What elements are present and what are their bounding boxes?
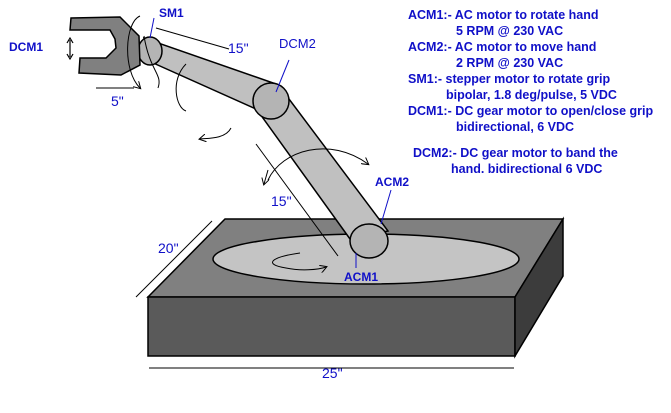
legend-dcm2-block: DCM2:- DC gear motor to band the hand. b… <box>413 145 618 177</box>
gripper-dim-label: 5" <box>111 93 124 109</box>
legend-sm1-title: SM1:- stepper motor to rotate grip <box>408 72 611 86</box>
legend-acm2-detail: 2 RPM @ 230 VAC <box>456 56 564 70</box>
legend-acm1-detail: 5 RPM @ 230 VAC <box>456 24 564 38</box>
sm1-label: SM1 <box>159 6 184 20</box>
legend-sm1-detail: bipolar, 1.8 deg/pulse, 5 VDC <box>446 88 617 102</box>
upper-arm-dim-label: 15" <box>228 40 249 56</box>
sm1-joint <box>137 36 163 66</box>
lower-arm-dim-line <box>255 143 339 257</box>
gripper-open-close-icon <box>66 36 74 61</box>
sm1-leader <box>149 17 155 39</box>
acm2-label: ACM2 <box>375 175 409 189</box>
gripper <box>69 16 141 76</box>
base-depth-dim-line <box>135 220 213 298</box>
sm1-rotation-arc <box>143 35 160 89</box>
dcm2-rotation-arc <box>175 63 187 112</box>
acm2-rotation-arrow <box>267 148 368 181</box>
dcm2-rotation-arrow <box>200 127 232 139</box>
legend-dcm2-detail: hand. bidirectional 6 VDC <box>451 162 603 176</box>
base-front-face <box>147 296 516 357</box>
lower-arm-dim-label: 15" <box>271 193 292 209</box>
acm2-rotation-arrow-left <box>264 169 268 184</box>
dcm2-leader <box>275 59 290 93</box>
acm1-rotation-arrow <box>272 252 326 270</box>
legend-acm2-title: ACM2:- AC motor to move hand <box>408 40 597 54</box>
base-depth-dim-label: 20" <box>158 240 179 256</box>
acm1-label: ACM1 <box>344 270 378 284</box>
acm2-leader <box>380 189 392 225</box>
dcm2-label: DCM2 <box>279 36 316 51</box>
legend-block: ACM1:- AC motor to rotate hand 5 RPM @ 2… <box>408 7 653 135</box>
base-width-dim-label: 25" <box>322 365 343 381</box>
dcm2-joint <box>252 82 290 120</box>
acm2-joint <box>349 223 389 259</box>
dcm1-label: DCM1 <box>9 40 43 54</box>
legend-dcm1-detail: bidirectional, 6 VDC <box>456 120 575 134</box>
legend-dcm2-title: DCM2:- DC gear motor to band the <box>413 146 618 160</box>
legend-dcm1-title: DCM1:- DC gear motor to open/close grip <box>408 104 654 118</box>
sm1-rotation-arrow <box>127 15 140 88</box>
base-side-face <box>514 216 564 359</box>
upper-arm-dim-line <box>155 27 230 50</box>
legend-acm1-title: ACM1:- AC motor to rotate hand <box>408 8 599 22</box>
